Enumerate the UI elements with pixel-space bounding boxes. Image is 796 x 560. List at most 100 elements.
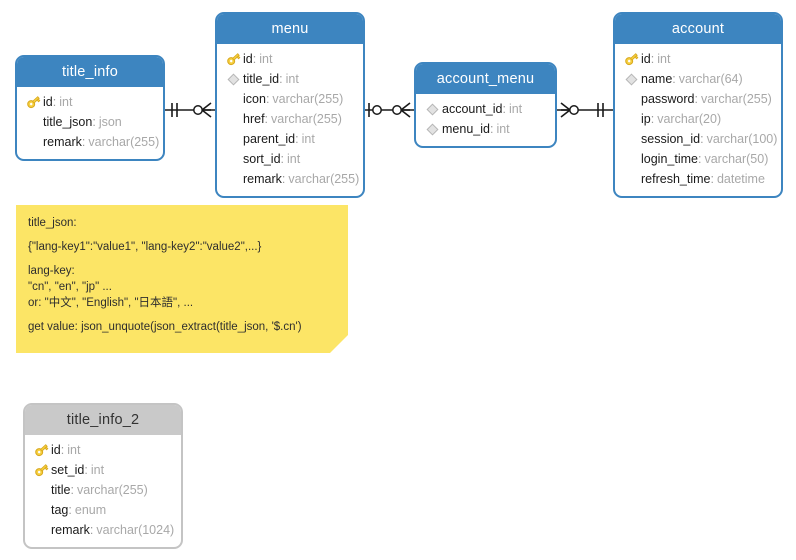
field-separator: :	[697, 152, 702, 166]
field-row[interactable]: set_id:int	[25, 460, 181, 480]
field-name: id	[641, 52, 651, 66]
field-row[interactable]: id:int	[217, 49, 363, 69]
field-name: menu_id	[442, 122, 490, 136]
field-name: ip	[641, 112, 651, 126]
field-separator: :	[295, 132, 299, 146]
note-line: lang-key:	[28, 265, 75, 277]
field-name: id	[243, 52, 253, 66]
field-separator: :	[89, 523, 94, 537]
relationship-title_info-menu[interactable]	[165, 100, 215, 120]
field-row[interactable]: password:varchar(255)	[615, 89, 781, 109]
field-type: varchar(20)	[657, 112, 722, 126]
field-row[interactable]: remark:varchar(255)	[217, 169, 363, 189]
field-name: title_id	[243, 72, 280, 86]
field-type: int	[496, 122, 510, 136]
field-name: id	[43, 95, 53, 109]
cardinality-to	[193, 102, 212, 118]
note-line: get value: json_unquote(json_extract(tit…	[28, 321, 302, 333]
field-separator: :	[280, 152, 285, 166]
field-name: icon	[243, 92, 266, 106]
field-separator: :	[502, 102, 506, 116]
field-row[interactable]: account_id:int	[416, 99, 555, 119]
field-row[interactable]: session_id:varchar(100)	[615, 129, 781, 149]
annotation-note-title_json_note[interactable]: title_json:{"lang-key1":"value1", "lang-…	[16, 205, 348, 353]
note-line: or: "中文", "English", "日本語", ...	[28, 297, 194, 309]
field-type: varchar(50)	[704, 152, 769, 166]
field-row[interactable]: icon:varchar(255)	[217, 89, 363, 109]
field-separator: :	[672, 72, 676, 86]
foreign-key-icon	[224, 71, 243, 87]
field-row[interactable]: id:int	[25, 440, 181, 460]
field-type: enum	[74, 503, 107, 517]
entity-title-title_info_2: title_info_2	[25, 405, 181, 435]
field-row[interactable]: sort_id:int	[217, 149, 363, 169]
field-separator: :	[252, 52, 257, 66]
field-row[interactable]: remark:varchar(255)	[17, 132, 163, 152]
field-type: int	[657, 52, 671, 66]
field-row[interactable]: title:varchar(255)	[25, 480, 181, 500]
entity-title-account_menu: account_menu	[416, 64, 555, 94]
field-type: datetime	[716, 172, 765, 186]
field-name: remark	[243, 172, 282, 186]
field-separator: :	[70, 483, 74, 497]
field-row[interactable]: ip:varchar(20)	[615, 109, 781, 129]
field-row[interactable]: remark:varchar(1024)	[25, 520, 181, 540]
field-icon-none	[32, 482, 51, 498]
field-name: set_id	[51, 463, 85, 477]
field-name: session_id	[641, 132, 701, 146]
field-type: int	[67, 443, 81, 457]
note-line: "cn", "en", "jp" ...	[28, 281, 112, 293]
foreign-key-icon	[423, 121, 442, 137]
field-name: account_id	[442, 102, 503, 116]
field-row[interactable]: menu_id:int	[416, 119, 555, 139]
field-icon-none	[622, 131, 641, 147]
field-type: varchar(255)	[700, 92, 772, 106]
entity-title-menu: menu	[217, 14, 363, 44]
entity-title-title_info: title_info	[17, 57, 163, 87]
field-icon-none	[224, 111, 243, 127]
field-row[interactable]: id:int	[17, 92, 163, 112]
field-row[interactable]: href:varchar(255)	[217, 109, 363, 129]
relationship-account_menu-account[interactable]	[557, 100, 613, 120]
field-type: int	[59, 95, 73, 109]
field-icon-none	[224, 91, 243, 107]
field-row[interactable]: refresh_time:datetime	[615, 169, 781, 189]
field-name: password	[641, 92, 695, 106]
primary-key-icon	[32, 442, 51, 458]
field-row[interactable]: id:int	[615, 49, 781, 69]
foreign-key-icon	[423, 101, 442, 117]
field-separator: :	[279, 72, 283, 86]
field-name: sort_id	[243, 152, 281, 166]
field-row[interactable]: login_time:varchar(50)	[615, 149, 781, 169]
field-type: json	[98, 115, 122, 129]
field-row[interactable]: parent_id:int	[217, 129, 363, 149]
field-icon-none	[224, 151, 243, 167]
field-icon-none	[622, 111, 641, 127]
field-type: varchar(255)	[288, 172, 360, 186]
field-icon-none	[24, 134, 43, 150]
field-row[interactable]: name:varchar(64)	[615, 69, 781, 89]
field-separator: :	[281, 172, 286, 186]
field-row[interactable]: title_json:json	[17, 112, 163, 132]
primary-key-icon	[32, 462, 51, 478]
field-row[interactable]: title_id:int	[217, 69, 363, 89]
primary-key-icon	[622, 51, 641, 67]
cardinality-to	[597, 103, 604, 117]
field-type: int	[90, 463, 105, 477]
field-type: varchar(1024)	[96, 523, 175, 537]
field-type: varchar(100)	[706, 132, 778, 146]
relationship-menu-account_menu[interactable]	[365, 100, 414, 120]
field-name: parent_id	[243, 132, 296, 146]
field-row[interactable]: tag:enum	[25, 500, 181, 520]
